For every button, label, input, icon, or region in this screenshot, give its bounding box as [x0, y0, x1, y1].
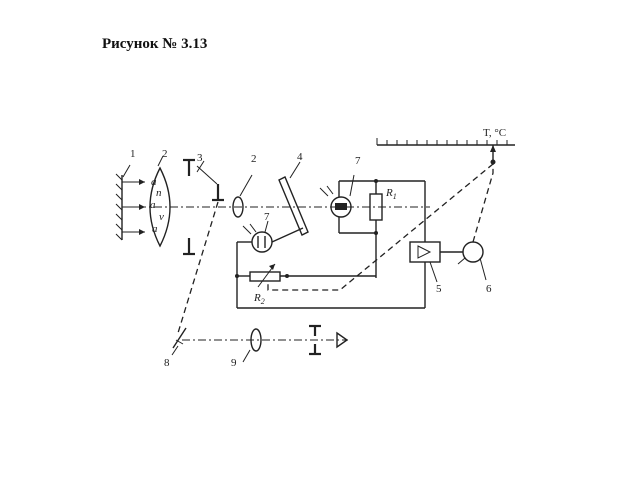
r2-circuit	[235, 262, 426, 309]
label-4: 4	[297, 151, 303, 163]
svg-text:v: v	[159, 211, 164, 223]
r1-circuit	[338, 179, 426, 278]
object-1	[115, 164, 145, 241]
eyepiece-lens-2	[232, 174, 253, 218]
label-r2: R2	[253, 292, 265, 306]
figure-caption: Рисунок № 3.13	[102, 36, 208, 52]
label-5: 5	[436, 283, 442, 295]
label-9: 9	[231, 357, 237, 369]
svg-text:a: a	[151, 176, 157, 188]
label-6: 6	[486, 283, 492, 295]
svg-text:n: n	[156, 187, 162, 199]
eyepiece-aperture	[309, 324, 349, 356]
beam-splitter-4	[278, 161, 309, 236]
diaphragm-3	[183, 158, 224, 256]
label-r2-letter: R	[253, 292, 261, 304]
label-2-objective: 2	[162, 148, 168, 160]
photocell-7-bottom	[236, 220, 304, 276]
temperature-scale	[376, 138, 515, 165]
label-7-top: 7	[355, 155, 361, 167]
label-r1-letter: R	[385, 187, 393, 199]
mechanical-links	[177, 163, 494, 334]
mirror-8	[171, 327, 187, 356]
photocell-7-top	[319, 174, 355, 218]
objective-lens-2: a n a v a	[149, 155, 171, 248]
label-3: 3	[197, 152, 203, 164]
scale-label: T, °C	[483, 127, 506, 139]
amplifier-5	[409, 241, 463, 283]
lens-9	[242, 328, 262, 363]
motor-6	[457, 241, 487, 281]
label-r2-subscript: 2	[261, 297, 265, 306]
label-2-eyepiece: 2	[251, 153, 257, 165]
label-8: 8	[164, 357, 170, 369]
label-r1: R1	[385, 187, 397, 201]
label-r1-subscript: 1	[393, 192, 397, 201]
svg-text:a: a	[152, 223, 158, 235]
label-1: 1	[130, 148, 136, 160]
svg-text:a: a	[150, 199, 156, 211]
label-7-bottom: 7	[264, 211, 270, 223]
